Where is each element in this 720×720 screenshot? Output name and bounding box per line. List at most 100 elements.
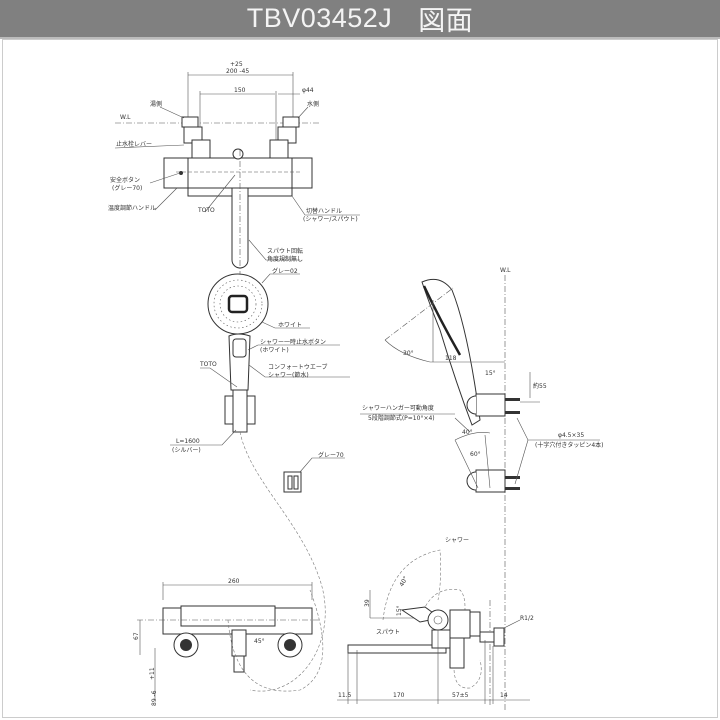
- screw-sub: (十字穴付きタッピン4本): [535, 441, 604, 449]
- title-label: 図面: [418, 6, 474, 36]
- hot-inlet-core: [180, 639, 192, 651]
- screw-label: φ4.5×35: [558, 432, 584, 439]
- switch-knob: [427, 609, 449, 631]
- switch-handle-sub: (シャワー/スパウト): [303, 215, 358, 223]
- hose-fitting: [232, 389, 248, 433]
- dim-phi44: φ44: [302, 87, 314, 94]
- dim-approx55-label: 約55: [533, 382, 547, 390]
- dim-pitch: 200 -45: [226, 68, 249, 75]
- dim-14-label: 14: [500, 692, 508, 699]
- dim-11-5-label: 11.5: [338, 692, 352, 699]
- shower-side-view: W.L 30° 118 15° 約55 シャワーハンガー可動角度 5段階調節式(…: [360, 267, 604, 712]
- body-side: [431, 629, 453, 649]
- thread-fitting: [493, 627, 505, 647]
- shower-side-profile: [421, 278, 481, 426]
- safety-button: [179, 171, 183, 175]
- leader: [503, 619, 521, 629]
- title-bar: TBV03452J 図面: [0, 0, 720, 39]
- cold-valve: [269, 139, 289, 159]
- head-color-label: グレー02: [272, 267, 298, 275]
- leader: [248, 239, 300, 261]
- angle-15-label: 15°: [485, 370, 496, 377]
- stop-valve-label: 止水栓レバー: [116, 140, 152, 148]
- leader: [170, 429, 237, 446]
- spout-side: [347, 644, 447, 654]
- hanger-round: [466, 471, 477, 491]
- angle-15-label: 15°: [396, 605, 403, 616]
- hose-color-label: (シルバー): [172, 447, 201, 454]
- hot-side-label: 湯側: [150, 100, 162, 108]
- flange: [479, 631, 495, 643]
- spray-holes: [213, 279, 263, 329]
- hanger-part-detail: [287, 475, 293, 490]
- leader: [299, 457, 345, 473]
- hanger-angle-label: シャワーハンガー可動角度: [362, 404, 434, 412]
- toto-badge: [232, 148, 244, 160]
- cold-inlet-nut: [282, 116, 300, 128]
- cold-side-label: 水側: [307, 100, 319, 108]
- angle-45-label: 45°: [254, 638, 265, 645]
- hose-line: [239, 431, 326, 692]
- drawing-frame: [2, 39, 718, 718]
- leader: [248, 364, 350, 378]
- switch-knob-center: [433, 615, 443, 625]
- brand-label: TOTO: [197, 207, 215, 214]
- screw: [505, 411, 520, 414]
- dim-118-label: 118: [445, 355, 457, 362]
- dim-39-label: 39: [364, 599, 371, 607]
- lower-arc: [453, 654, 482, 689]
- thread-label: R1/2: [520, 615, 534, 622]
- angle-arc: [454, 432, 491, 441]
- leader: [204, 174, 236, 213]
- front-switch-handle: [180, 605, 276, 627]
- leader: [261, 321, 310, 329]
- cold-inlet-core: [284, 639, 296, 651]
- upper-hanger: [475, 393, 506, 417]
- stop-button-color: (ホワイト): [260, 347, 289, 354]
- shower-face-center: [227, 294, 249, 314]
- part-color-label: グレー70: [318, 451, 344, 459]
- valve-side: [449, 609, 471, 639]
- dim-67-label: 67: [133, 632, 140, 640]
- leader: [154, 187, 178, 211]
- temp-handle-label: 温度調節ハンドル: [108, 204, 156, 212]
- leader: [247, 344, 340, 351]
- angle-30-label: 30°: [403, 350, 414, 357]
- dim-57-label: 57±5: [452, 692, 469, 699]
- side-wl-label: W.L: [500, 267, 511, 274]
- faucet-front-view: 260 67 +11 89 -6 45°: [133, 578, 324, 706]
- leader: [114, 144, 185, 149]
- angle-ref: [384, 287, 454, 341]
- leader: [291, 195, 360, 216]
- leader: [454, 417, 471, 433]
- angle-ref: [484, 434, 491, 489]
- dim-89-label: 89 -6: [151, 690, 158, 706]
- leader: [149, 172, 181, 184]
- stop-button-label: シャワー一時止水ボタン: [260, 338, 326, 346]
- shower-type-sub: シャワー(節水): [268, 371, 309, 379]
- angle-ref: [454, 439, 479, 489]
- leader: [159, 106, 185, 119]
- face-color-label: ホワイト: [278, 322, 302, 329]
- spray-holes: [219, 285, 257, 323]
- hanger-round: [466, 395, 477, 415]
- screw: [505, 476, 520, 479]
- spout-rotation-label: スパウト回転: [267, 247, 303, 255]
- shower-front-view: グレー02 ホワイト シャワー一時止水ボタン (ホワイト) コンフォートウエーブ…: [170, 267, 350, 692]
- shower-face-edge: [422, 285, 462, 356]
- spout-position-label: スパウト: [376, 628, 400, 636]
- elbow-side: [469, 611, 481, 637]
- hot-inlet-nut: [181, 116, 199, 128]
- angle-40-label: 40°: [398, 575, 409, 588]
- wl-label: W.L: [120, 114, 131, 121]
- faucet-side-view: シャワー 40° スパウト 39 15° R1/2 11.5 170 57±5 …: [337, 537, 534, 705]
- mixer-body: [163, 157, 313, 189]
- angle-60-label: 60°: [470, 451, 481, 458]
- faucet-top-view: W.L +25 200 -45 150 φ44 湯側 水側 止水: [108, 61, 360, 280]
- dim-170-label: 170: [393, 692, 405, 699]
- leader: [261, 273, 300, 284]
- safety-button-label: 安全ボタン: [110, 176, 140, 184]
- lower-hanger: [475, 469, 506, 493]
- dim-260-label: 260: [228, 578, 240, 585]
